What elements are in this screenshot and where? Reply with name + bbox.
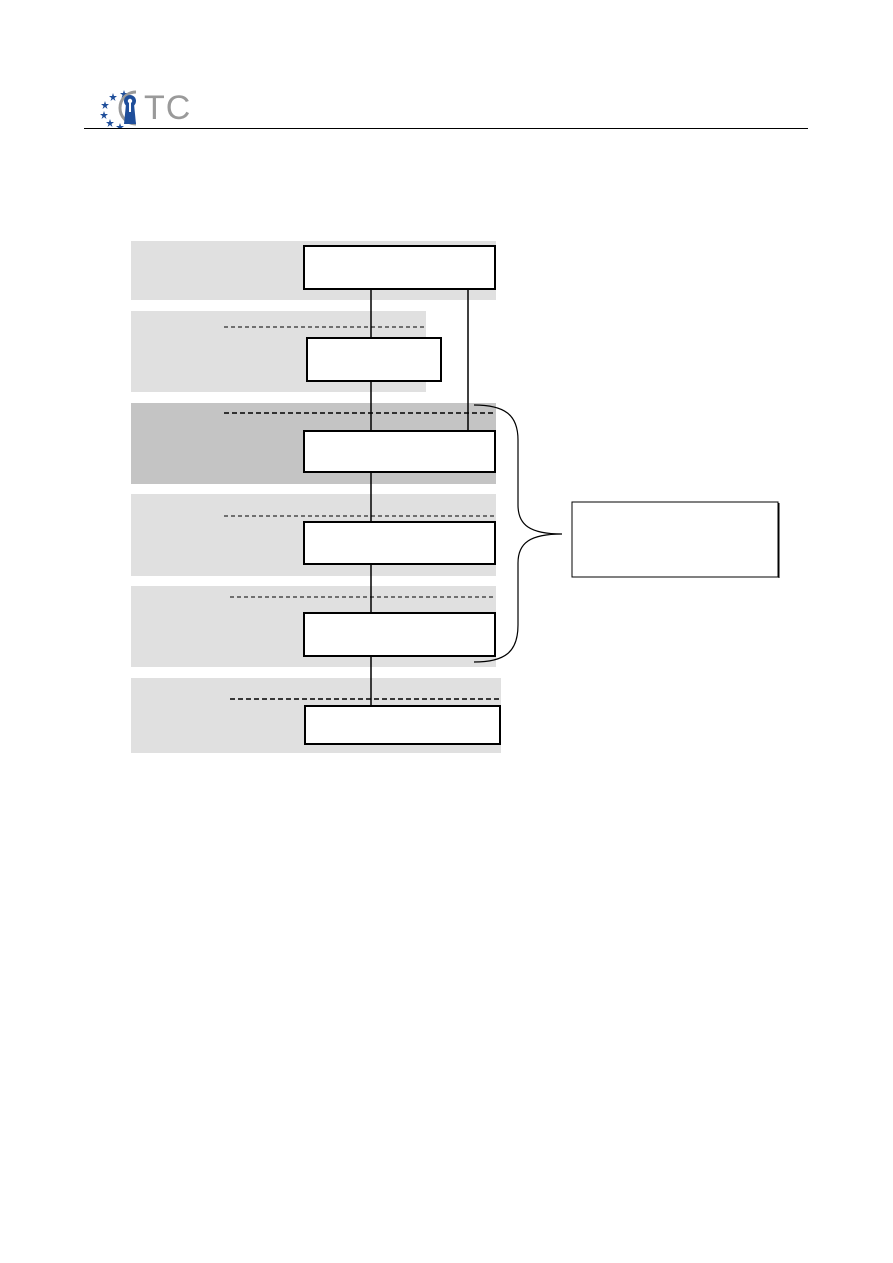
curly-brace — [473, 404, 563, 663]
node-box-5 — [303, 612, 496, 657]
logo-icon — [100, 90, 137, 128]
node-box-6 — [304, 705, 501, 745]
node-box-1 — [303, 245, 496, 290]
node-box-3 — [303, 430, 496, 473]
header-divider — [84, 128, 808, 129]
logo-text: TC — [144, 89, 192, 127]
node-box-4 — [303, 521, 496, 565]
node-box-2 — [306, 337, 442, 382]
callout-box — [571, 501, 779, 578]
